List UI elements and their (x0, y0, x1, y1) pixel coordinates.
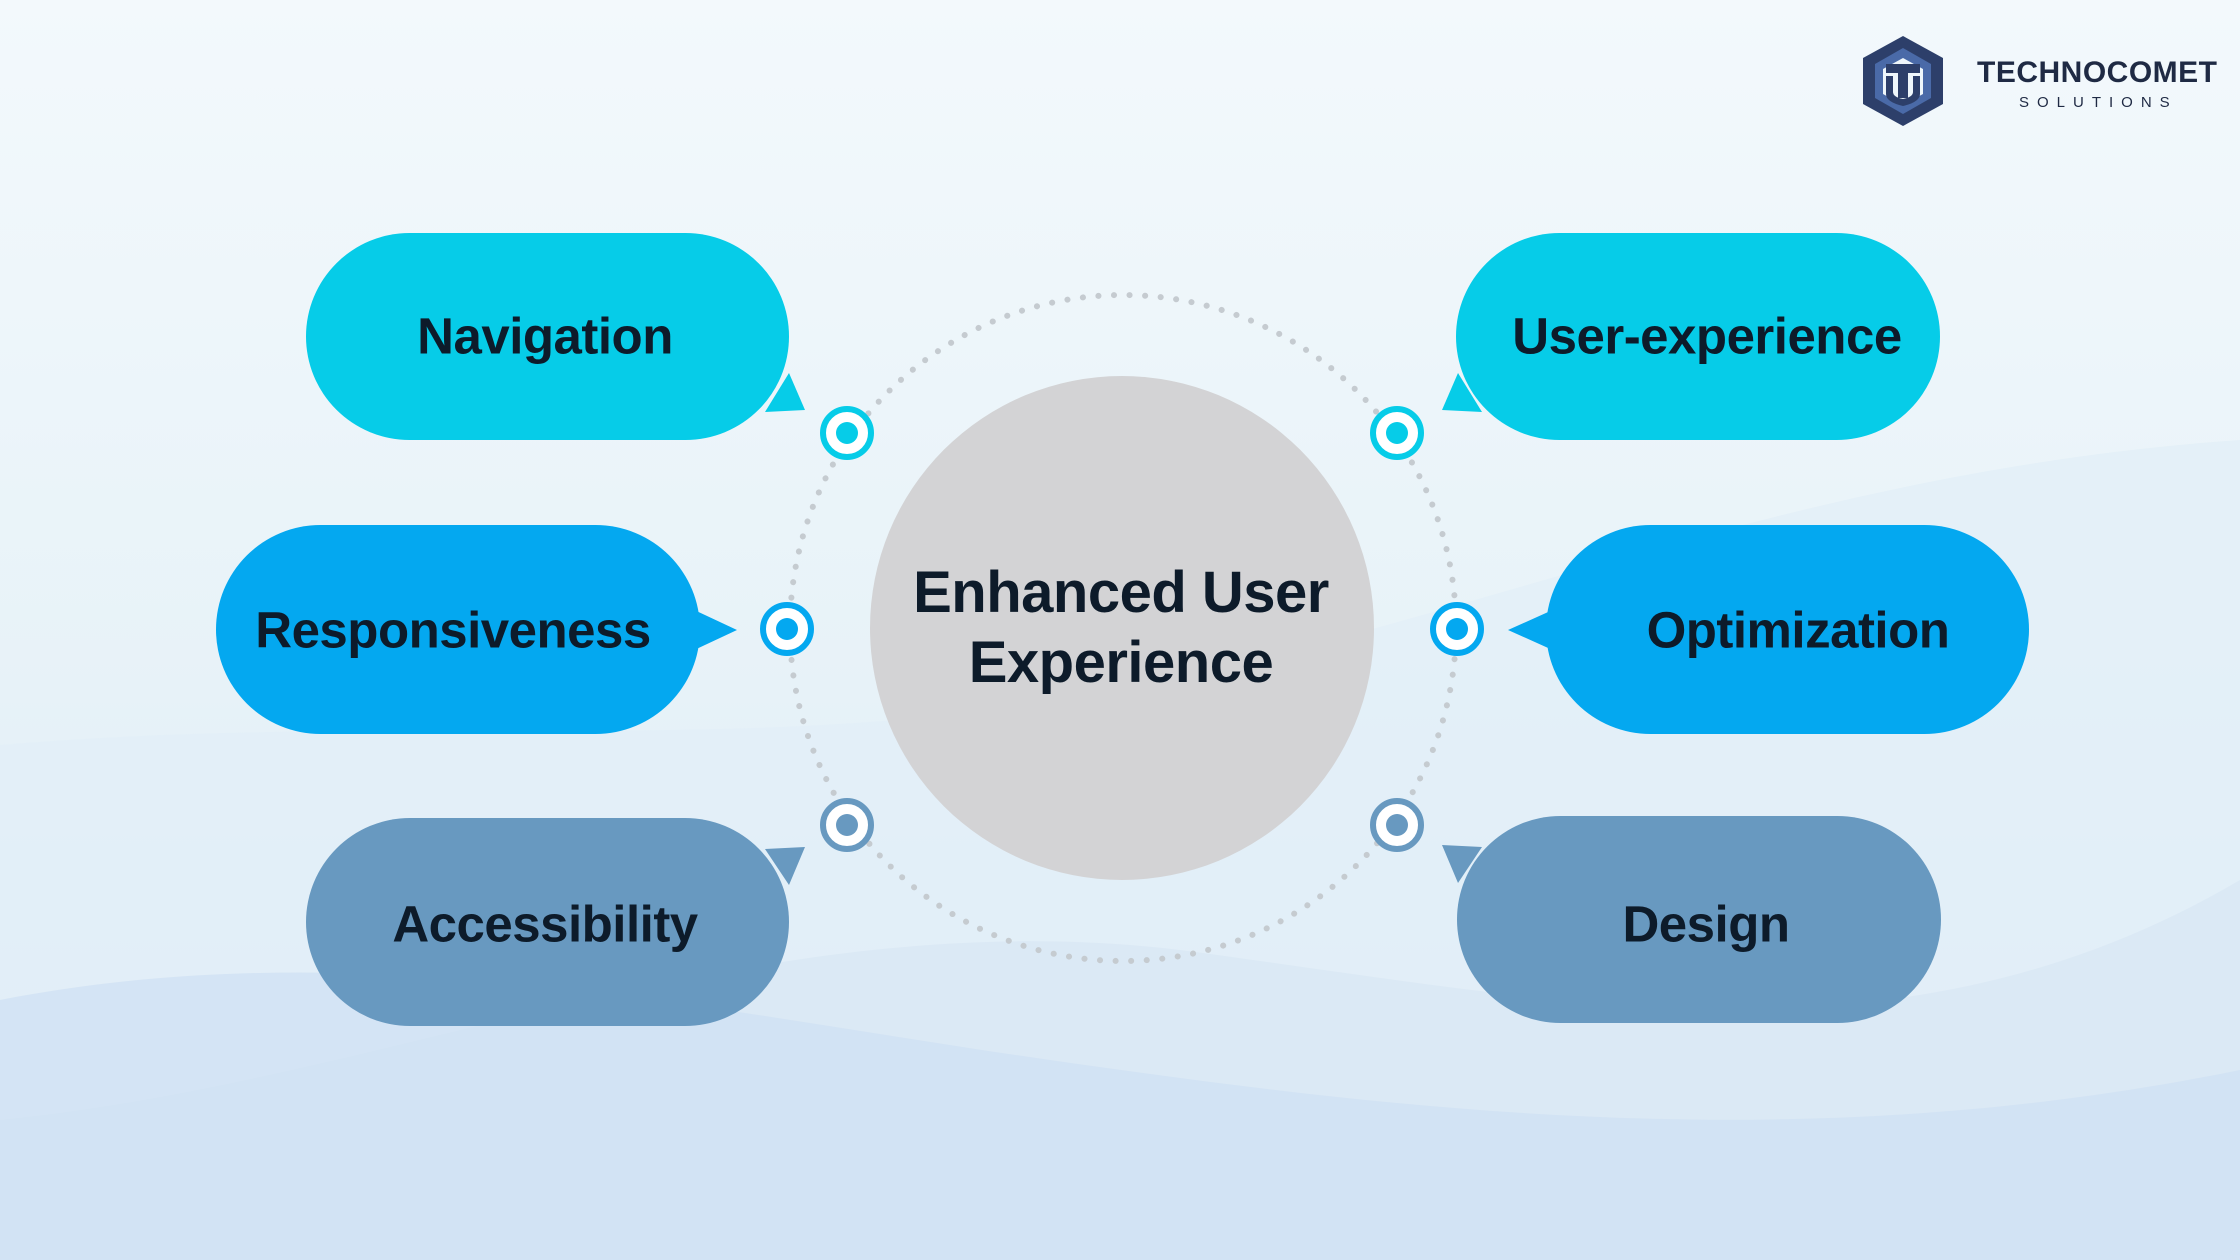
bubble-accessibility (306, 818, 805, 1026)
bubble-label-design: Design (1622, 895, 1790, 953)
center-title: Enhanced User Experience (891, 558, 1351, 698)
bubble-navigation (306, 233, 805, 440)
bubble-user-experience (1442, 233, 1940, 440)
center-circle (870, 376, 1374, 880)
bubble-shape-design (1457, 816, 1941, 1023)
bubble-optimization (1508, 525, 2029, 734)
bubble-tail-user-experience (1442, 373, 1482, 412)
bubble-responsiveness (216, 525, 737, 734)
bubble-tail-accessibility (765, 847, 805, 885)
bubble-shape-accessibility (306, 818, 789, 1026)
bubble-shape-responsiveness (216, 525, 700, 734)
brand-logo: TECHNOCOMET SOLUTIONS (1855, 34, 2217, 130)
bubble-shape-navigation (306, 233, 789, 440)
bubble-label-responsiveness: Responsiveness (255, 601, 651, 659)
center-title-line-1: Enhanced User (913, 560, 1329, 625)
center-title-line-2: Experience (968, 630, 1274, 695)
bubble-label-accessibility: Accessibility (392, 895, 698, 953)
bubble-tail-responsiveness (690, 608, 737, 652)
bubble-design (1442, 816, 1941, 1023)
bubble-shape-optimization (1546, 525, 2029, 734)
bubble-tail-design (1442, 845, 1482, 883)
bubble-tail-optimization (1508, 608, 1557, 652)
bubble-label-user-experience: User-experience (1512, 307, 1902, 365)
brand-tagline: SOLUTIONS (2019, 94, 2178, 111)
bubble-tail-navigation (765, 373, 805, 412)
bubble-label-navigation: Navigation (417, 307, 673, 365)
bubble-shape-user-experience (1456, 233, 1940, 440)
brand-logo-mark-icon (1863, 36, 1943, 126)
background-wave-3 (0, 972, 2240, 1260)
target-marker-navigation (820, 406, 874, 460)
bubble-label-optimization: Optimization (1646, 601, 1950, 659)
brand-name: TECHNOCOMET (1977, 56, 2218, 89)
target-marker-design (1370, 798, 1424, 852)
target-marker-optimization (1430, 602, 1484, 656)
target-marker-user-experience (1370, 406, 1424, 460)
target-marker-accessibility (820, 798, 874, 852)
target-marker-responsiveness (760, 602, 814, 656)
